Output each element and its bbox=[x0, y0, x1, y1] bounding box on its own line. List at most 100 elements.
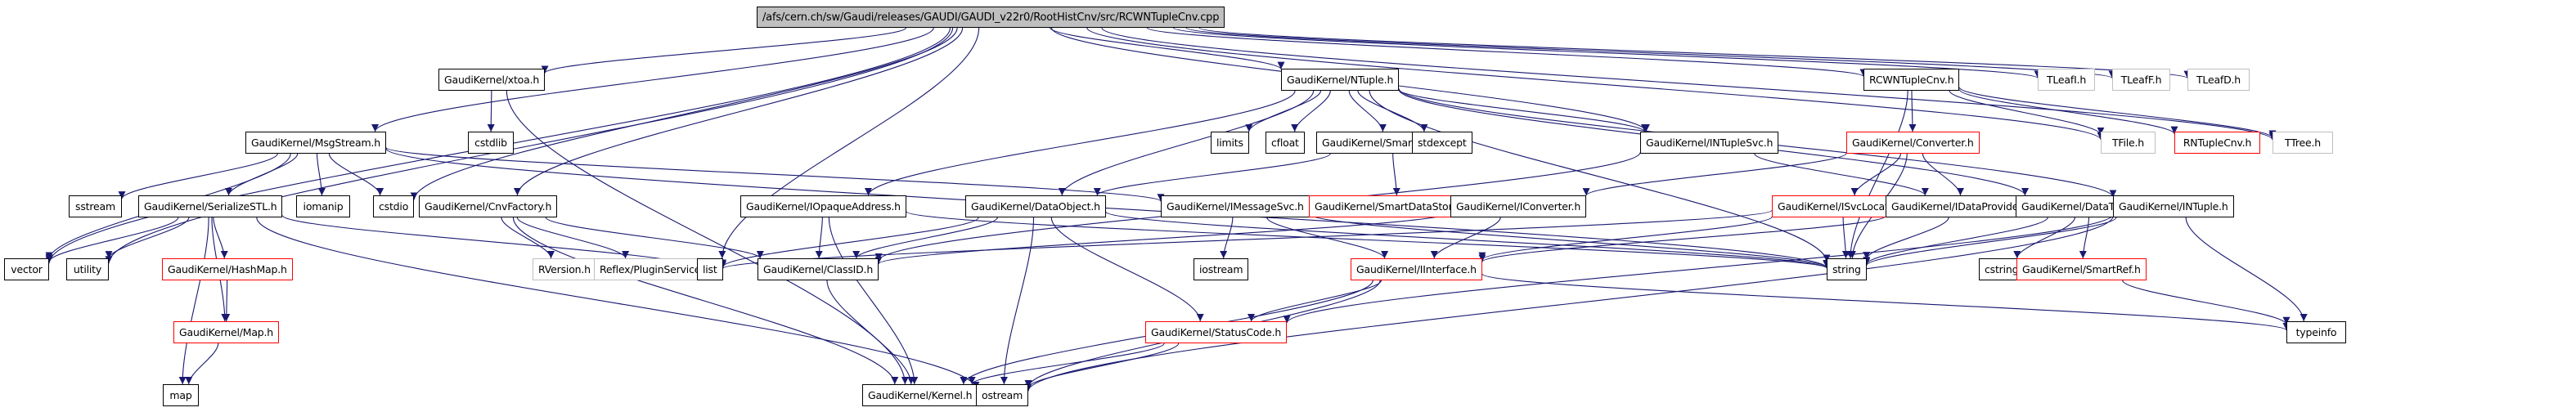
edge-xtoa-to-cstdlib bbox=[487, 90, 495, 132]
edge-datatypeinfo-to-smartref bbox=[2079, 217, 2090, 259]
edge-msgstream-to-imessagesvc bbox=[385, 146, 1165, 202]
graph-node-map: map bbox=[163, 384, 199, 406]
graph-node-rcwntuplecnv[interactable]: RCWNTupleCnv.h bbox=[1863, 69, 1960, 91]
edge-root-to-list bbox=[718, 27, 980, 259]
graph-node-tleafi: TLeafI.h bbox=[2038, 69, 2095, 91]
edge-idataprovider-to-string bbox=[1863, 217, 1949, 260]
graph-node-classid[interactable]: GaudiKernel/ClassID.h bbox=[758, 258, 879, 280]
graph-node-isvclocator[interactable]: GaudiKernel/ISvcLocator.h bbox=[1772, 195, 1913, 217]
edge-root-to-ttree bbox=[1101, 27, 2277, 141]
graph-node-cnvfactory[interactable]: GaudiKernel/CnvFactory.h bbox=[419, 195, 558, 217]
graph-node-converter[interactable]: GaudiKernel/Converter.h bbox=[1846, 132, 1980, 154]
edge-xtoa-to-kernel bbox=[506, 90, 909, 385]
edge-cnvfactory-to-kernel bbox=[512, 217, 899, 385]
edge-iconverter-to-classid bbox=[874, 212, 1451, 265]
edge-cnvfactory-to-reflexplugin bbox=[516, 217, 630, 259]
graph-node-intuplesvc[interactable]: GaudiKernel/INTupleSvc.h bbox=[1640, 132, 1779, 154]
edge-root-to-cstdio bbox=[410, 27, 958, 200]
edge-smartdataptr-to-smartdatastoreptr bbox=[1392, 153, 1400, 196]
edge-imessagesvc-to-string bbox=[1309, 213, 1831, 268]
edge-serializestl-to-utility bbox=[105, 217, 190, 259]
graph-node-statuscode[interactable]: GaudiKernel/StatusCode.h bbox=[1145, 321, 1288, 343]
edge-ntuple-to-smartdataptr bbox=[1348, 90, 1387, 132]
graph-node-cfloat: cfloat bbox=[1266, 132, 1305, 154]
edge-ntuple-to-intuplesvc bbox=[1398, 89, 1648, 132]
edge-rcwn-to-converter bbox=[1908, 90, 1917, 132]
graph-node-utility: utility bbox=[66, 258, 109, 280]
graph-node-serializestl[interactable]: GaudiKernel/SerializeSTL.h bbox=[138, 195, 283, 217]
graph-node-imessagesvc[interactable]: GaudiKernel/IMessageSvc.h bbox=[1161, 195, 1310, 217]
edge-root-to-msgstream bbox=[371, 27, 934, 132]
graph-node-smartref[interactable]: GaudiKernel/SmartRef.h bbox=[2016, 258, 2147, 280]
graph-node-tleafd: TLeafD.h bbox=[2187, 69, 2250, 91]
edge-intuple-to-ostream bbox=[1024, 216, 2114, 392]
edge-ntuple-to-limits bbox=[1245, 90, 1322, 132]
edge-cnvfactory-to-rversion bbox=[501, 217, 555, 259]
graph-node-rversion: RVersion.h bbox=[533, 258, 596, 280]
edge-root-to-ntuple bbox=[1050, 27, 1285, 70]
graph-node-ntuple[interactable]: GaudiKernel/NTuple.h bbox=[1281, 69, 1400, 91]
edge-statuscode-to-ostream bbox=[1024, 343, 1180, 388]
graph-node-string: string bbox=[1827, 258, 1867, 280]
edge-idataprovider-to-iinterface bbox=[1478, 215, 1886, 262]
edge-msgstream-to-cstdio bbox=[328, 153, 384, 196]
edge-root-to-cnvfactory bbox=[514, 27, 964, 196]
graph-node-typeinfo: typeinfo bbox=[2286, 321, 2346, 343]
graph-node-msgstream[interactable]: GaudiKernel/MsgStream.h bbox=[245, 132, 386, 154]
edge-serializestl-to-hashmap bbox=[213, 217, 228, 259]
edge-map_h-to-map bbox=[185, 343, 219, 385]
graph-node-hashmap[interactable]: GaudiKernel/HashMap.h bbox=[162, 258, 293, 280]
edge-rcwn-to-string bbox=[1846, 90, 1908, 259]
graph-node-iconverter[interactable]: GaudiKernel/IConverter.h bbox=[1450, 195, 1587, 217]
edge-cnvfactory-to-classid bbox=[545, 217, 764, 259]
edge-rcwn-to-rntuplecnv bbox=[1958, 89, 2178, 135]
edge-imessagesvc-to-iostream bbox=[1220, 217, 1234, 259]
edge-intuple-to-statuscode bbox=[1283, 214, 2114, 324]
graph-node-reflex-pluginservice: Reflex/PluginService.h bbox=[594, 258, 716, 280]
edge-root-to-tfile bbox=[1086, 27, 2105, 141]
edge-dataobject-to-string bbox=[1105, 211, 1831, 269]
edge-dataobject-to-classid bbox=[852, 217, 998, 259]
edge-iopaque-to-string bbox=[906, 211, 1831, 269]
edge-serializestl-to-vector bbox=[45, 217, 179, 262]
edge-imessagesvc-to-iinterface bbox=[1266, 217, 1389, 259]
graph-node-rntuplecnv[interactable]: RNTupleCnv.h bbox=[2174, 132, 2260, 154]
graph-node-vector: vector bbox=[4, 258, 49, 280]
graph-node-ostream: ostream bbox=[976, 384, 1029, 406]
edge-converter-to-iconverter bbox=[1582, 153, 1847, 196]
edge-isvclocator-to-iinterface bbox=[1478, 216, 1773, 261]
edge-iopaque-to-kernel bbox=[828, 217, 919, 385]
edge-root-to-rcwn bbox=[1146, 27, 1868, 78]
edge-rcwn-to-ttree bbox=[1958, 87, 2277, 139]
graph-node-tleaff: TLeafF.h bbox=[2112, 69, 2170, 91]
edge-converter-to-idataprovider bbox=[1922, 153, 1964, 196]
edge-intuplesvc-to-idataprovider bbox=[1754, 153, 1929, 196]
edge-serializestl-to-map bbox=[178, 217, 209, 385]
graph-node-xtoa[interactable]: GaudiKernel/xtoa.h bbox=[438, 69, 546, 91]
edge-msgstream-to-sstream bbox=[118, 153, 278, 199]
graph-node-iinterface[interactable]: GaudiKernel/IInterface.h bbox=[1351, 258, 1482, 280]
edge-ntuple-to-string bbox=[1369, 90, 1831, 262]
graph-node-dataobject[interactable]: GaudiKernel/DataObject.h bbox=[965, 195, 1106, 217]
edge-dataobject-to-statuscode bbox=[1050, 217, 1204, 322]
edge-datatypeinfo-to-cstring bbox=[2013, 217, 2075, 259]
edge-smartdataptr-to-dataobject bbox=[1093, 153, 1331, 196]
graph-node-root-file: /afs/cern.ch/sw/Gaudi/releases/GAUDI/GAU… bbox=[757, 7, 1225, 28]
edge-statuscode-to-kernel bbox=[968, 343, 1165, 385]
edge-isvclocator-to-string bbox=[1841, 217, 1850, 259]
graph-node-kernel[interactable]: GaudiKernel/Kernel.h bbox=[862, 384, 978, 406]
edge-iopaque-to-classid bbox=[815, 217, 823, 259]
edge-msgstream-to-string bbox=[385, 148, 1831, 268]
edge-ntuple-to-cfloat bbox=[1291, 90, 1331, 132]
graph-node-intuple[interactable]: GaudiKernel/INTuple.h bbox=[2113, 195, 2234, 217]
edge-iconverter-to-iinterface bbox=[1430, 217, 1501, 259]
graph-node-ttree: TTree.h bbox=[2273, 132, 2333, 154]
graph-node-iostream: iostream bbox=[1194, 258, 1249, 280]
edge-msgstream-to-iomanip bbox=[316, 153, 326, 196]
graph-node-cstdlib: cstdlib bbox=[468, 132, 514, 154]
graph-node-iopaqueaddress[interactable]: GaudiKernel/IOpaqueAddress.h bbox=[740, 195, 906, 217]
edge-smartref-to-typeinfo bbox=[2122, 280, 2291, 325]
graph-node-cstdio: cstdio bbox=[373, 195, 415, 217]
edge-dataobject-to-list bbox=[719, 217, 979, 267]
graph-node-gaudi-map[interactable]: GaudiKernel/Map.h bbox=[173, 321, 280, 343]
